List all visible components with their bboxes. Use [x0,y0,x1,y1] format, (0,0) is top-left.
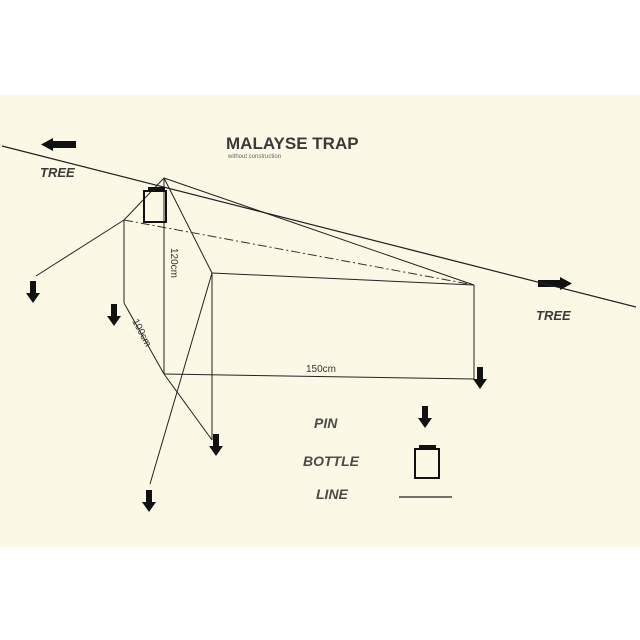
diagram-title: MALAYSE TRAP [226,134,359,153]
pin-icon [473,367,487,389]
length-dimension-label: 150cm [306,364,336,375]
legend-pin-icon [418,406,432,428]
left-tree-arrow-icon [41,138,76,151]
legend-pin-label: PIN [314,415,338,431]
bottom-depth-edge [123,302,165,375]
bottom-length-edge [163,373,475,380]
pin-icon [209,434,223,456]
right-tree-label: TREE [536,308,571,323]
guy-line-bottom [163,373,213,441]
legend-line-label: LINE [316,486,349,502]
paper-background [0,95,640,547]
height-dimension-label: 120cm [168,248,179,278]
back-line-dashdot [123,219,475,286]
pin-icon [26,281,40,303]
top-front-edge [211,272,475,286]
right-tree-arrow-icon [538,277,572,290]
legend-bottle-label: BOTTLE [303,453,360,469]
roof-line-right [163,177,475,286]
guy-line-front [149,272,213,485]
roof-line-front [163,177,213,274]
left-tree-label: TREE [40,165,75,180]
apex-bottle-icon [143,187,167,223]
legend-bottle-icon [414,445,440,479]
guy-line-left [35,219,125,277]
pin-icon [107,304,121,326]
depth-dimension-label: 100cm [129,317,153,349]
diagram-subtitle: without construction [227,154,281,160]
ridge-line [1,145,637,308]
pin-icon [142,490,156,512]
